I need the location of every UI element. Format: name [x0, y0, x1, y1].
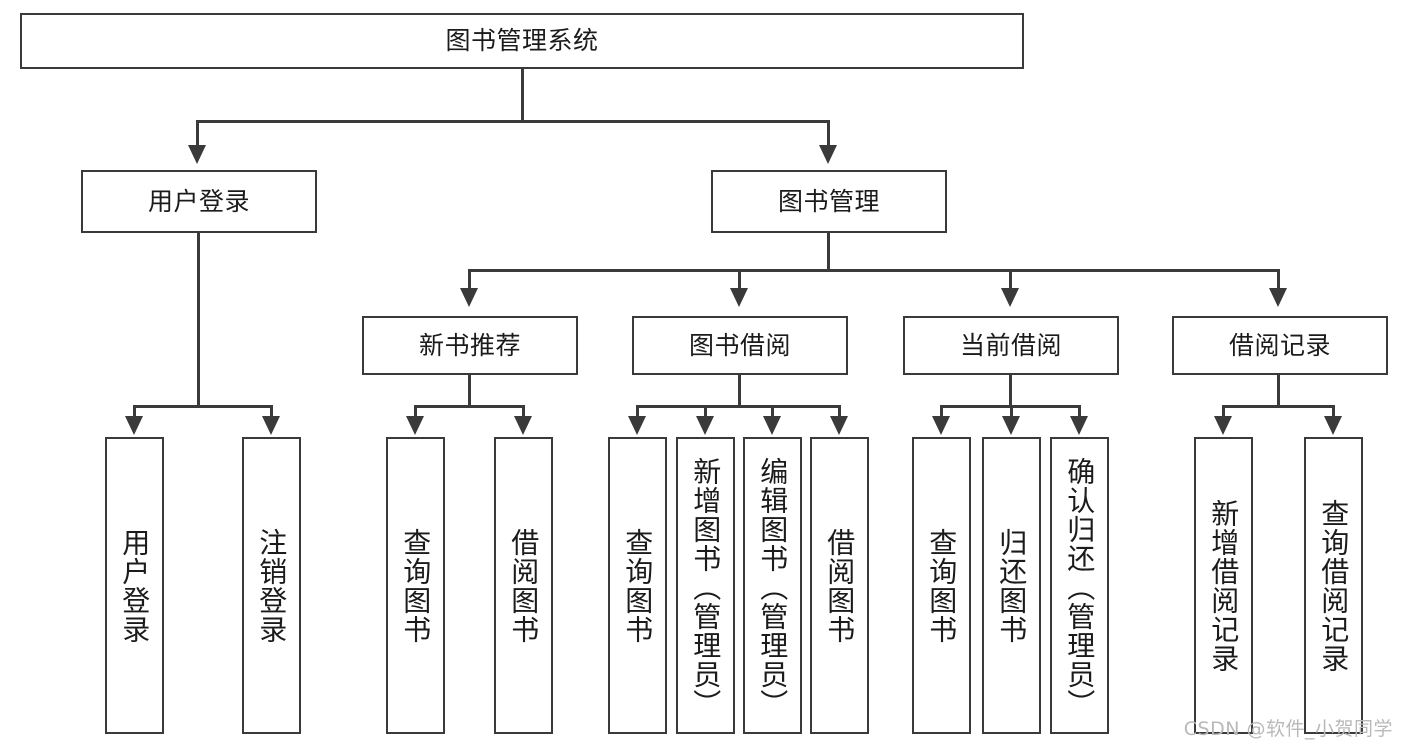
leaf-bookborrow-query-book[interactable]: 查询图书	[608, 437, 667, 734]
arrow-to-borrow-record	[1269, 288, 1287, 307]
node-root-system[interactable]: 图书管理系统	[20, 13, 1024, 69]
node-label: 图书管理	[777, 186, 880, 216]
node-label: 编辑图书（管理员）	[756, 457, 790, 718]
connector-bookborrow-stem	[738, 375, 741, 407]
connector-bookborrow-leaf-3	[838, 405, 841, 419]
leaf-bookborrow-add-book-admin[interactable]: 新增图书（管理员）	[676, 437, 735, 734]
leaf-borrowrecord-query-record[interactable]: 查询借阅记录	[1304, 437, 1363, 734]
connector-root-to-bookmgmt	[827, 120, 830, 148]
node-new-book-recommend[interactable]: 新书推荐	[362, 316, 578, 375]
node-label: 查询借阅记录	[1317, 498, 1351, 673]
node-user-login[interactable]: 用户登录	[81, 170, 317, 233]
connector-currentborrow-leaf-1	[1010, 405, 1013, 419]
connector-currentborrow-leaf-0	[940, 405, 943, 419]
arrow-to-book-borrow	[730, 288, 748, 307]
node-label: 新增借阅记录	[1207, 498, 1241, 673]
node-label: 图书管理系统	[445, 26, 599, 56]
connector-login-to-leaf-0	[133, 405, 136, 419]
node-label: 确认归还（管理员）	[1063, 457, 1097, 718]
arrow-borrowrecord-leaf-1	[1324, 416, 1342, 435]
connector-borrowrecord-stem	[1277, 375, 1280, 407]
node-label: 借阅记录	[1228, 330, 1331, 360]
connector-bookborrow-leaf-1	[704, 405, 707, 419]
node-current-borrow[interactable]: 当前借阅	[903, 316, 1119, 375]
csdn-watermark: CSDN @软件_小贺同学	[1183, 718, 1393, 740]
leaf-bookborrow-borrow-book[interactable]: 借阅图书	[810, 437, 869, 734]
node-book-borrow[interactable]: 图书借阅	[632, 316, 848, 375]
connector-newbook-stem	[468, 375, 471, 407]
arrow-login-to-leaf-0	[125, 416, 143, 435]
leaf-newbook-query-book[interactable]: 查询图书	[386, 437, 445, 734]
arrow-currentborrow-leaf-0	[932, 416, 950, 435]
connector-bookborrow-leaf-0	[636, 405, 639, 419]
leaf-logout-login[interactable]: 注销登录	[242, 437, 301, 734]
connector-bookborrow-leaf-bus	[636, 405, 841, 408]
connector-currentborrow-stem	[1009, 375, 1012, 407]
connector-bookborrow-leaf-2	[771, 405, 774, 419]
node-label: 借阅图书	[507, 527, 541, 644]
arrow-to-current-borrow	[1001, 288, 1019, 307]
arrow-bookborrow-leaf-0	[628, 416, 646, 435]
node-label: 注销登录	[255, 527, 289, 644]
connector-level3-bus	[468, 269, 1280, 272]
arrow-newbook-leaf-0	[406, 416, 424, 435]
connector-borrowrecord-leaf-bus	[1222, 405, 1335, 408]
node-borrow-record[interactable]: 借阅记录	[1172, 316, 1388, 375]
node-label: 当前借阅	[959, 330, 1062, 360]
arrow-bookborrow-leaf-3	[830, 416, 848, 435]
leaf-currentborrow-query-book[interactable]: 查询图书	[912, 437, 971, 734]
arrow-root-to-login	[188, 145, 206, 164]
arrow-bookborrow-leaf-1	[696, 416, 714, 435]
arrow-currentborrow-leaf-2	[1070, 416, 1088, 435]
node-label: 新增图书（管理员）	[689, 457, 723, 718]
connector-login-leaf-bus	[133, 405, 272, 408]
leaf-user-login[interactable]: 用户登录	[105, 437, 164, 734]
connector-to-current-borrow	[1009, 269, 1012, 291]
arrow-newbook-leaf-1	[514, 416, 532, 435]
connector-currentborrow-leaf-2	[1078, 405, 1081, 419]
arrow-root-to-bookmgmt	[819, 145, 837, 164]
connector-bookmgmt-stem	[827, 233, 830, 271]
node-label: 查询图书	[925, 527, 959, 644]
arrow-bookborrow-leaf-2	[763, 416, 781, 435]
node-label: 借阅图书	[823, 527, 857, 644]
node-label: 图书借阅	[688, 330, 791, 360]
connector-root-stem	[521, 69, 524, 122]
node-label: 归还图书	[995, 527, 1029, 644]
node-label: 新书推荐	[418, 330, 521, 360]
connector-root-bus	[196, 120, 829, 123]
leaf-currentborrow-return-book[interactable]: 归还图书	[982, 437, 1041, 734]
connector-newbook-leaf-0	[414, 405, 417, 419]
connector-borrowrecord-leaf-0	[1222, 405, 1225, 419]
leaf-currentborrow-confirm-return-admin[interactable]: 确认归还（管理员）	[1050, 437, 1109, 734]
connector-borrowrecord-leaf-1	[1332, 405, 1335, 419]
node-label: 查询图书	[399, 527, 433, 644]
connector-login-to-leaf-1	[270, 405, 273, 419]
leaf-bookborrow-edit-book-admin[interactable]: 编辑图书（管理员）	[743, 437, 802, 734]
node-book-management[interactable]: 图书管理	[711, 170, 947, 233]
arrow-borrowrecord-leaf-0	[1214, 416, 1232, 435]
node-label: 用户登录	[147, 186, 250, 216]
arrow-to-new-book	[460, 288, 478, 307]
arrow-login-to-leaf-1	[262, 416, 280, 435]
connector-newbook-leaf-1	[522, 405, 525, 419]
connector-newbook-leaf-bus	[414, 405, 525, 408]
node-label: 查询图书	[621, 527, 655, 644]
connector-root-to-login	[196, 120, 199, 148]
leaf-borrowrecord-add-record[interactable]: 新增借阅记录	[1194, 437, 1253, 734]
node-label: 用户登录	[118, 527, 152, 644]
connector-to-borrow-record	[1277, 269, 1280, 291]
arrow-currentborrow-leaf-1	[1002, 416, 1020, 435]
leaf-newbook-borrow-book[interactable]: 借阅图书	[494, 437, 553, 734]
connector-to-book-borrow	[738, 269, 741, 291]
connector-to-new-book	[468, 269, 471, 291]
connector-login-stem	[197, 233, 200, 407]
